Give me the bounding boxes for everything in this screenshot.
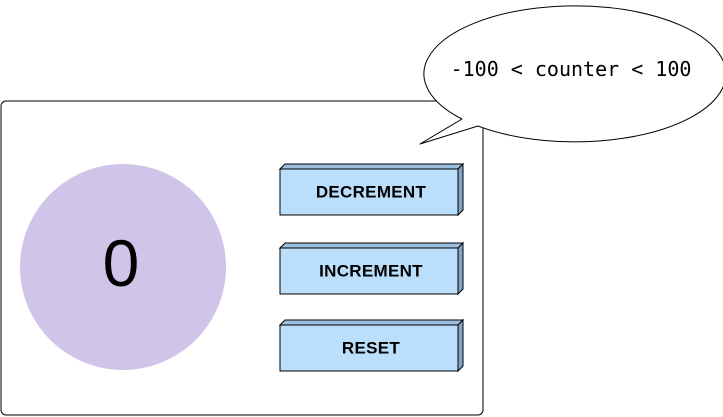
increment-button-top-face — [278, 242, 465, 249]
counter-circle — [20, 164, 226, 370]
counter-value: 0 — [103, 226, 140, 300]
decrement-button[interactable]: DECREMENT — [278, 162, 465, 217]
decrement-button-side-face — [457, 162, 464, 217]
decrement-button-top-face — [278, 163, 465, 170]
increment-button-side-face — [457, 241, 464, 296]
constraint-callout: -100 < counter < 100 — [419, 5, 723, 145]
callout-bubble — [419, 5, 723, 145]
reset-button-side-face — [457, 318, 464, 373]
counter-display: 0 — [20, 164, 226, 370]
reset-button-face — [279, 324, 459, 372]
reset-button[interactable]: RESET — [278, 318, 465, 373]
reset-button-top-face — [278, 319, 465, 326]
reset-button-label: RESET — [342, 339, 400, 358]
decrement-button-face — [279, 168, 459, 216]
callout-text: -100 < counter < 100 — [451, 57, 692, 81]
increment-button-face — [279, 247, 459, 295]
decrement-button-label: DECREMENT — [316, 183, 427, 202]
increment-button[interactable]: INCREMENT — [278, 241, 465, 296]
increment-button-label: INCREMENT — [319, 262, 423, 281]
